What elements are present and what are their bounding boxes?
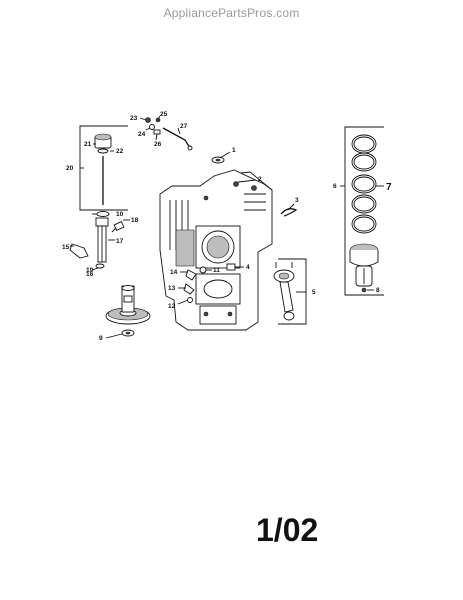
bracket-6 [344, 126, 384, 296]
callout-15: 15 [62, 244, 70, 251]
part-8-pin-clip [361, 287, 367, 293]
part-4-plug [226, 263, 236, 271]
callout-7: 7 [386, 182, 392, 193]
callout-14: 14 [170, 269, 178, 276]
part-17-shaft [95, 217, 109, 263]
callout-6: 6 [333, 183, 337, 190]
callout-2: 2 [258, 176, 262, 183]
part-3-clip [280, 208, 298, 217]
part-16-rocker [69, 243, 89, 259]
page-code: 1/02 [256, 512, 319, 548]
connecting-rod [273, 262, 295, 321]
callout-19: 19 [86, 267, 94, 274]
callout-25: 25 [160, 111, 168, 118]
watermark: AppliancePartsPros.com [163, 6, 300, 20]
callout-13: 13 [168, 285, 176, 292]
part-18-fitting [111, 220, 125, 233]
callout-20: 20 [66, 165, 74, 172]
callout-17: 17 [116, 238, 124, 245]
callout-23: 23 [130, 115, 138, 122]
callout-5: 5 [312, 289, 316, 296]
callout-26: 26 [154, 141, 162, 148]
callout-4: 4 [246, 264, 250, 271]
part-21-cap [94, 133, 112, 149]
part-11-screw [199, 266, 207, 274]
callout-9: 9 [99, 335, 103, 342]
callout-12: 12 [168, 303, 176, 310]
callout-24: 24 [138, 131, 146, 138]
callout-8: 8 [376, 287, 380, 294]
small-fasteners-left [183, 269, 197, 303]
callout-16: 16 [86, 271, 94, 278]
callout-11: 11 [213, 267, 220, 274]
callout-1: 1 [232, 147, 236, 154]
leader-lines [70, 115, 384, 339]
callout-22: 22 [116, 148, 124, 155]
piston-rings [351, 134, 377, 234]
callout-10: 10 [116, 211, 124, 218]
callout-3: 3 [295, 197, 299, 204]
callout-21: 21 [84, 141, 92, 148]
crankcase-block [159, 169, 273, 331]
part-22-oring [97, 148, 109, 154]
part-9-camshaft [105, 285, 151, 325]
part-19-ring [95, 263, 105, 269]
callout-18: 18 [131, 217, 139, 224]
piston [349, 243, 379, 287]
bracket-5 [278, 258, 307, 325]
callout-labels: 1 2 3 4 5 6 7 8 9 10 11 12 13 14 15 16 1… [62, 111, 392, 342]
part-10-washer [96, 211, 110, 217]
callout-27: 27 [180, 123, 188, 130]
